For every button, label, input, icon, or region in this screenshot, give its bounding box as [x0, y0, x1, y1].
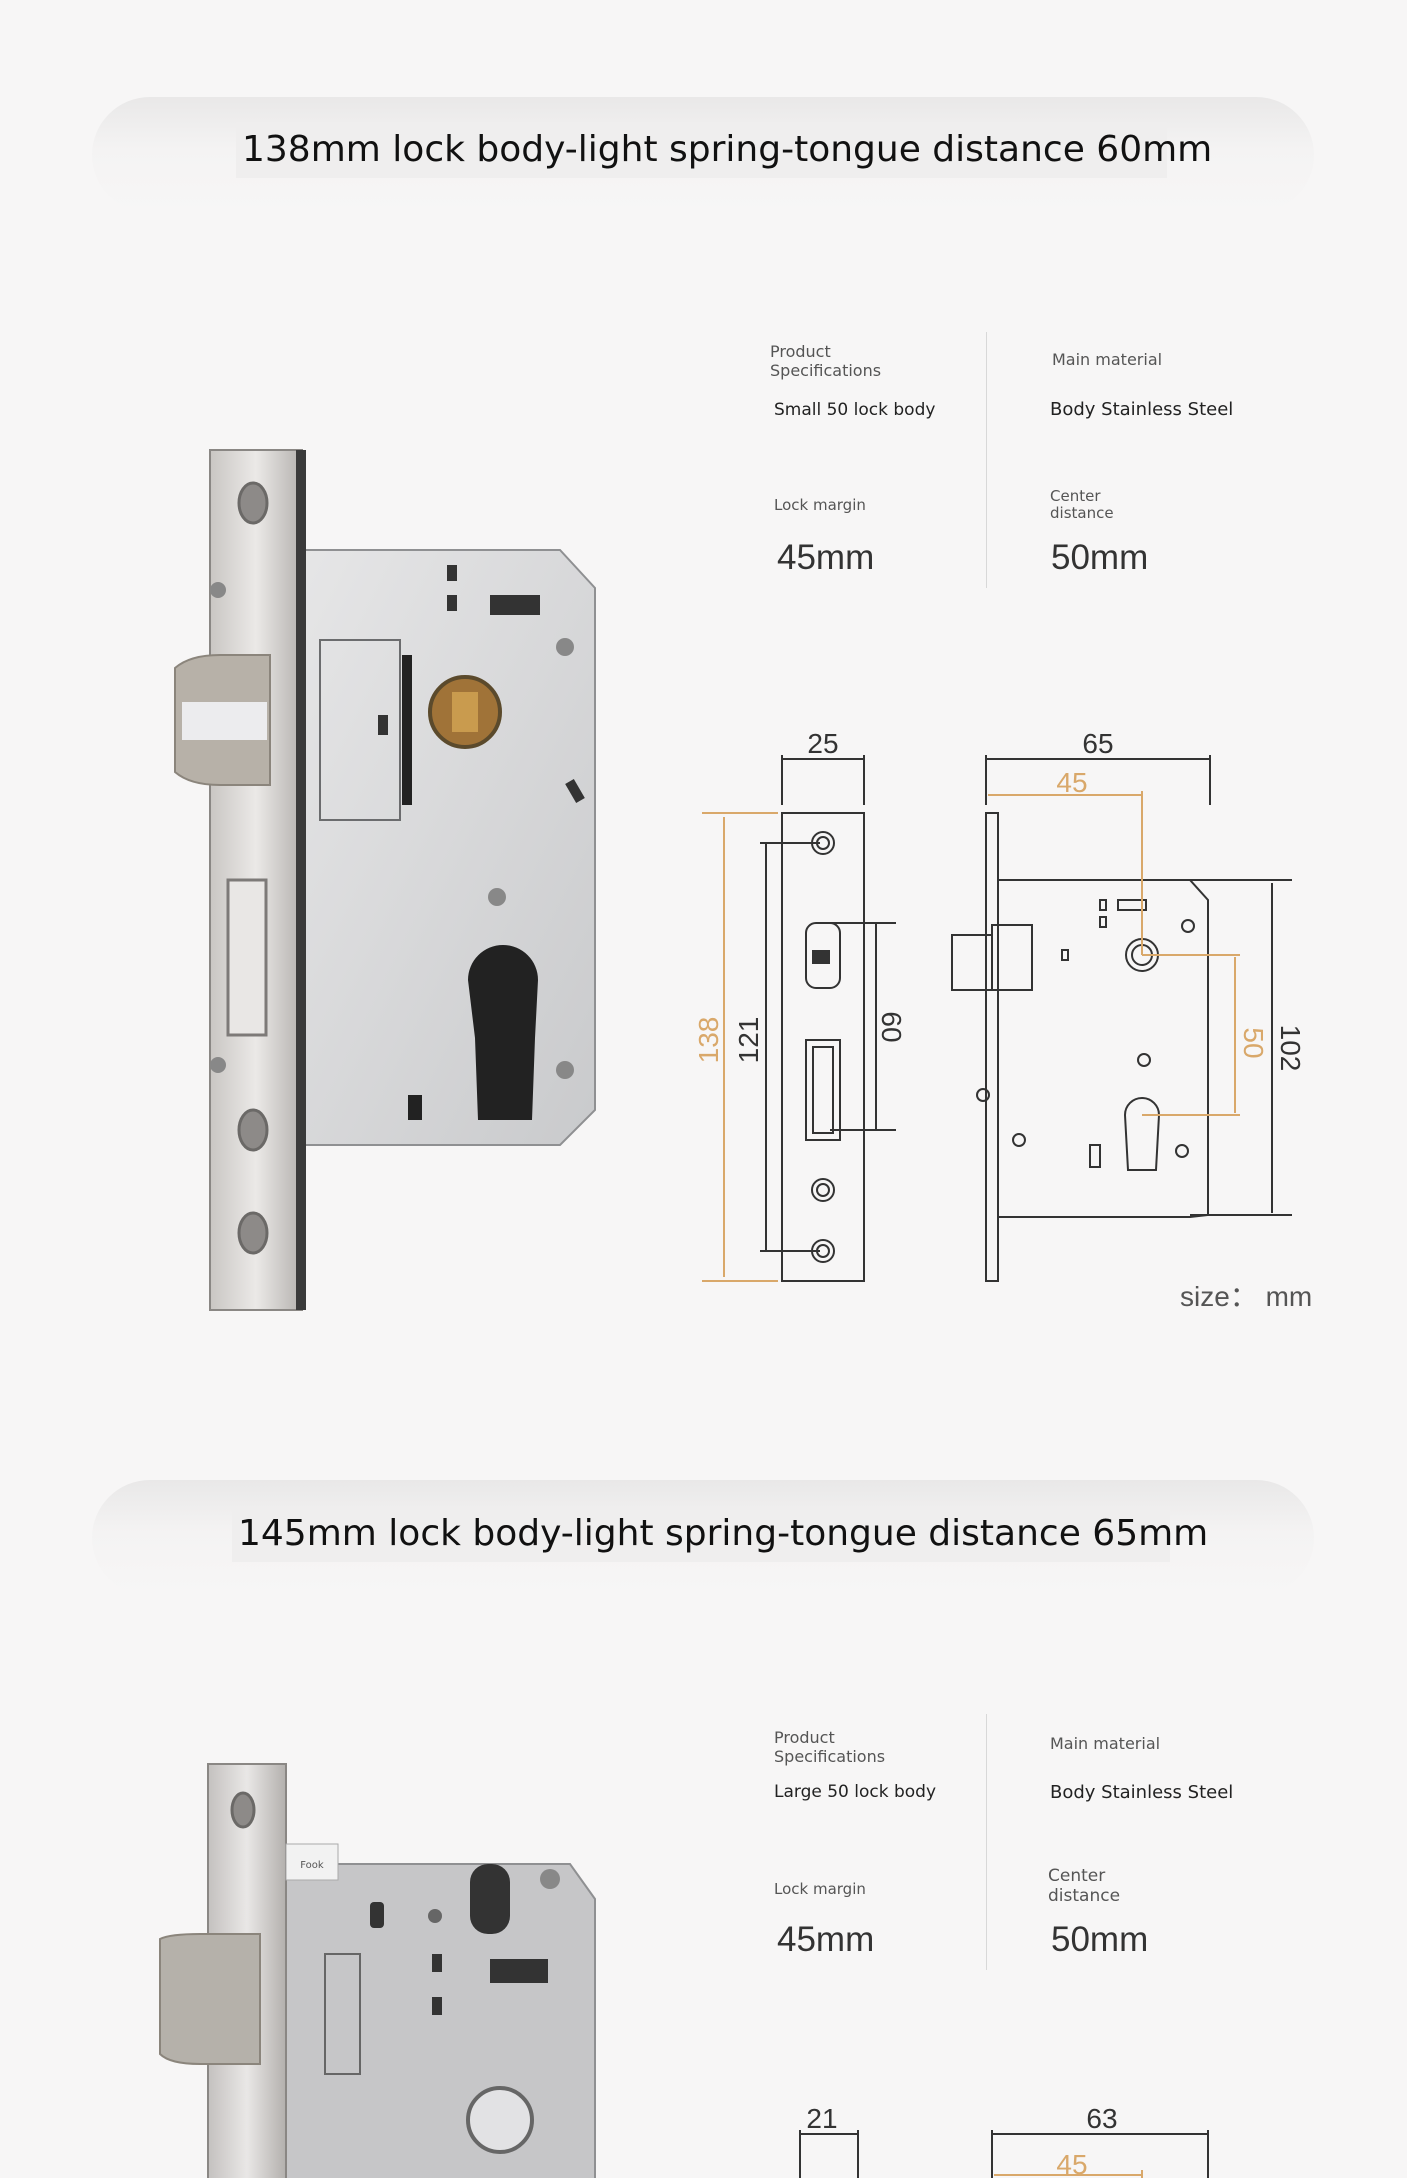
faceplate-dimension-drawing: 21	[799, 2103, 859, 2178]
section-title: 138mm lock body-light spring-tongue dist…	[236, 122, 1212, 178]
section-title: 145mm lock body-light spring-tongue dist…	[232, 1506, 1208, 1562]
center-distance-value: 50mm	[1051, 538, 1149, 577]
body-width-label: 65	[1082, 728, 1113, 759]
body-height-label: 102	[1275, 1025, 1306, 1072]
center-distance-label: Center distance	[1050, 487, 1114, 522]
product-specifications-label: Product Specifications	[770, 342, 882, 380]
lock-body-photo	[174, 449, 596, 1311]
spec-divider	[986, 332, 987, 588]
center-distance-value: 50mm	[1051, 1920, 1149, 1959]
faceplate-dimension-drawing: 25 138 121 60	[693, 728, 907, 1282]
center-distance-label: Center distance	[1048, 1866, 1121, 1906]
product-sticker: Fook	[300, 1860, 324, 1871]
spec-divider	[986, 1714, 987, 1970]
hole-spacing-label: 121	[733, 1017, 764, 1064]
main-material-label: Main material	[1050, 1734, 1161, 1753]
body-width-label: 63	[1086, 2103, 1117, 2134]
section-138mm: 138mm lock body-light spring-tongue dist…	[92, 97, 1314, 1312]
lock-margin-value: 45mm	[777, 538, 875, 577]
lock-body-photo: Fook	[159, 1763, 596, 2178]
faceplate-width-label: 21	[806, 2103, 837, 2134]
lock-margin-value: 45mm	[777, 1920, 875, 1959]
body-dimension-drawing: 63 45	[991, 2103, 1209, 2178]
lock-margin-label: Lock margin	[774, 1880, 866, 1898]
backset-label: 45	[1056, 767, 1087, 798]
main-material-label: Main material	[1052, 350, 1163, 369]
lock-margin-label: Lock margin	[774, 496, 866, 514]
main-material-value: Body Stainless Steel	[1050, 1782, 1234, 1803]
faceplate-width-label: 25	[807, 728, 838, 759]
backset-label: 45	[1056, 2149, 1087, 2178]
size-unit-note: size： mm	[1180, 1281, 1313, 1312]
product-specifications-label: Product Specifications	[774, 1728, 886, 1766]
product-specifications-value: Small 50 lock body	[774, 400, 936, 420]
main-material-value: Body Stainless Steel	[1050, 399, 1234, 420]
product-specifications-value: Large 50 lock body	[774, 1782, 937, 1802]
section-145mm: 145mm lock body-light spring-tongue dist…	[0, 1480, 1407, 2178]
body-dimension-drawing: 65 45 50 102	[951, 728, 1306, 1282]
center-distance-dimension: 50	[1238, 1027, 1269, 1058]
total-height-label: 138	[693, 1017, 724, 1064]
tongue-distance-label: 60	[876, 1011, 907, 1042]
